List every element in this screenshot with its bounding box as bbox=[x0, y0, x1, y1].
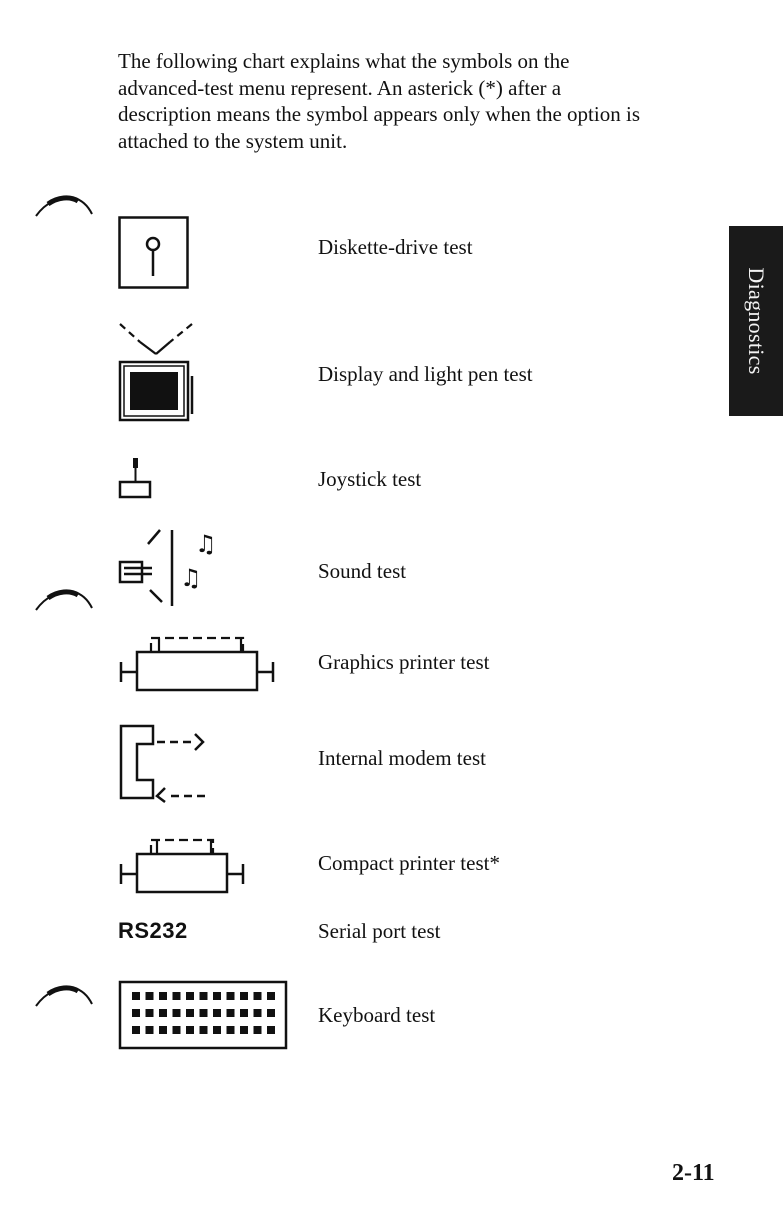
key bbox=[213, 1026, 221, 1034]
row-label-modem: Internal modem test bbox=[318, 746, 486, 770]
key bbox=[159, 992, 167, 1000]
key bbox=[240, 992, 248, 1000]
serial-port-icon: RS232 bbox=[118, 918, 188, 943]
key bbox=[172, 1026, 181, 1034]
row-label-serial-port: Serial port test bbox=[318, 919, 441, 943]
key bbox=[199, 1026, 208, 1034]
section-tab-label: Diagnostics bbox=[744, 267, 769, 375]
key bbox=[267, 1026, 275, 1034]
row-label-graphics-printer: Graphics printer test bbox=[318, 650, 490, 674]
key bbox=[253, 992, 262, 1000]
row-label-joystick: Joystick test bbox=[318, 467, 422, 491]
key bbox=[132, 1026, 140, 1034]
key bbox=[253, 1009, 262, 1017]
key bbox=[132, 1009, 140, 1017]
key bbox=[213, 992, 221, 1000]
key bbox=[145, 992, 154, 1000]
key bbox=[172, 992, 181, 1000]
key bbox=[240, 1026, 248, 1034]
key bbox=[240, 1009, 248, 1017]
key bbox=[132, 992, 140, 1000]
row-label-display: Display and light pen test bbox=[318, 362, 533, 386]
key bbox=[226, 1026, 235, 1034]
key bbox=[267, 992, 275, 1000]
modem-icon bbox=[119, 724, 207, 803]
key bbox=[186, 992, 194, 1000]
key bbox=[199, 992, 208, 1000]
key bbox=[267, 1009, 275, 1017]
joystick-icon bbox=[118, 458, 152, 499]
binder-mark-icon bbox=[35, 195, 93, 217]
key bbox=[213, 1009, 221, 1017]
key bbox=[159, 1026, 167, 1034]
key bbox=[145, 1026, 154, 1034]
page-number: 2-11 bbox=[672, 1160, 715, 1186]
key bbox=[199, 1009, 208, 1017]
binder-mark-icon bbox=[35, 985, 93, 1007]
diskette-icon bbox=[118, 216, 189, 289]
keyboard-icon bbox=[118, 980, 288, 1050]
key bbox=[172, 1009, 181, 1017]
key bbox=[226, 1009, 235, 1017]
key bbox=[159, 1009, 167, 1017]
key bbox=[186, 1009, 194, 1017]
sound-icon: ♫ ♫ bbox=[118, 529, 216, 606]
section-tab: Diagnostics bbox=[729, 226, 783, 416]
row-label-sound: Sound test bbox=[318, 559, 407, 583]
row-label-diskette: Diskette-drive test bbox=[318, 235, 473, 259]
binder-mark-icon bbox=[35, 589, 93, 611]
graphics-printer-icon bbox=[119, 636, 275, 692]
key bbox=[253, 1026, 262, 1034]
svg-text:♫: ♫ bbox=[180, 564, 202, 592]
row-label-keyboard: Keyboard test bbox=[318, 1003, 436, 1027]
key bbox=[186, 1026, 194, 1034]
intro-paragraph: The following chart explains what the sy… bbox=[118, 49, 640, 153]
compact-printer-icon bbox=[119, 838, 245, 894]
key bbox=[226, 992, 235, 1000]
svg-text:♫: ♫ bbox=[195, 530, 216, 558]
key bbox=[145, 1009, 154, 1017]
row-label-compact-printer: Compact printer test* bbox=[318, 851, 500, 875]
display-light-pen-icon bbox=[118, 323, 194, 422]
